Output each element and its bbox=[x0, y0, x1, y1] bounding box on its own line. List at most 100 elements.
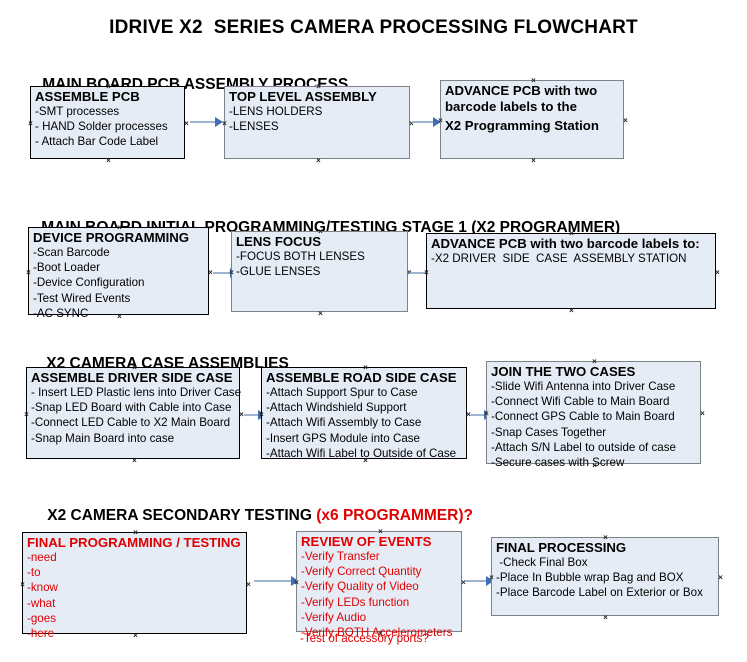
resize-handle-left[interactable] bbox=[423, 269, 430, 276]
resize-handle-top[interactable] bbox=[602, 534, 609, 541]
resize-handle-top[interactable] bbox=[377, 528, 384, 535]
resize-handle-top[interactable] bbox=[131, 364, 138, 371]
connector-shaft bbox=[190, 121, 216, 123]
process-box-assemble-pcb[interactable]: ASSEMBLE PCB -SMT processes - HAND Solde… bbox=[30, 86, 185, 159]
resize-handle-top[interactable] bbox=[530, 77, 537, 84]
resize-handle-bottom[interactable] bbox=[362, 457, 369, 464]
process-box-advance-pcb-programming-station[interactable]: ADVANCE PCB with two barcode labels to t… bbox=[440, 80, 624, 159]
resize-handle-bottom[interactable] bbox=[315, 157, 322, 164]
box-line: -Attach Wifi Assembly to Case bbox=[266, 416, 422, 430]
box-line: -AC SYNC bbox=[33, 306, 89, 320]
resize-handle-right[interactable] bbox=[699, 410, 706, 417]
box-line: -X2 DRIVER SIDE CASE ASSEMBLY STATION bbox=[431, 252, 687, 266]
resize-handle-right[interactable] bbox=[183, 120, 190, 127]
resize-handle-top[interactable] bbox=[116, 224, 123, 231]
resize-handle-left[interactable] bbox=[488, 574, 495, 581]
box-line: -Verify Transfer bbox=[301, 550, 380, 564]
resize-handle-bottom[interactable] bbox=[317, 310, 324, 317]
resize-handle-left[interactable] bbox=[19, 581, 26, 588]
resize-handle-left[interactable] bbox=[228, 269, 235, 276]
resize-handle-left[interactable] bbox=[293, 579, 300, 586]
process-box-lens-focus[interactable]: LENS FOCUS -FOCUS BOTH LENSES -GLUE LENS… bbox=[231, 231, 408, 312]
resize-handle-top[interactable] bbox=[568, 230, 575, 237]
box-title: JOIN THE TWO CASES bbox=[491, 364, 636, 379]
resize-handle-bottom[interactable] bbox=[530, 157, 537, 164]
box-line: -Verify Audio bbox=[301, 610, 367, 624]
connector-arrow bbox=[190, 117, 223, 127]
box-line: -Attach Wifi Label to Outside of Case bbox=[266, 446, 457, 460]
box-title: ASSEMBLE PCB bbox=[35, 89, 140, 104]
box-line: -Test Wired Events bbox=[33, 291, 131, 305]
resize-handle-bottom[interactable] bbox=[568, 307, 575, 314]
box-title: FINAL PROGRAMMING / TESTING bbox=[27, 535, 241, 550]
box-line: -Verify Quality of Video bbox=[301, 580, 419, 594]
resize-handle-right[interactable] bbox=[245, 581, 252, 588]
page-title: IDRIVE X2 SERIES CAMERA PROCESSING FLOWC… bbox=[109, 17, 638, 38]
resize-handle-left[interactable] bbox=[258, 411, 265, 418]
resize-handle-bottom[interactable] bbox=[132, 632, 139, 639]
resize-handle-top[interactable] bbox=[315, 83, 322, 90]
box-line: -Verify BOTH Accelerometers bbox=[301, 625, 453, 639]
box-line: -SMT processes bbox=[35, 105, 120, 119]
resize-handle-right[interactable] bbox=[714, 269, 721, 276]
process-box-final-processing[interactable]: FINAL PROCESSING -Check Final Box -Place… bbox=[491, 537, 719, 616]
box-line: -Boot Loader bbox=[33, 261, 101, 275]
box-title: REVIEW OF EVENTS bbox=[301, 534, 432, 549]
resize-handle-top[interactable] bbox=[317, 228, 324, 235]
resize-handle-bottom[interactable] bbox=[591, 462, 598, 469]
box-line: -what bbox=[27, 596, 56, 610]
connector-shaft bbox=[254, 580, 292, 582]
resize-handle-left[interactable] bbox=[221, 120, 228, 127]
resize-handle-left[interactable] bbox=[483, 410, 490, 417]
process-box-review-of-events[interactable]: REVIEW OF EVENTS -Verify Transfer -Verif… bbox=[293, 528, 462, 639]
resize-handle-left[interactable] bbox=[437, 117, 444, 124]
connector-shaft bbox=[412, 121, 434, 123]
box-line: -Connect GPS Cable to Main Board bbox=[491, 410, 675, 424]
box-line: -GLUE LENSES bbox=[236, 265, 321, 279]
resize-handle-bottom[interactable] bbox=[602, 614, 609, 621]
process-box-assemble-road-side-case[interactable]: ASSEMBLE ROAD SIDE CASE -Attach Support … bbox=[258, 364, 467, 460]
box-title: ADVANCE PCB with two barcode labels to: bbox=[431, 236, 700, 251]
resize-handle-top[interactable] bbox=[132, 529, 139, 536]
process-box-assemble-driver-side-case[interactable]: ASSEMBLE DRIVER SIDE CASE - Insert LED P… bbox=[23, 364, 242, 459]
box-title: ADVANCE PCB with two bbox=[445, 83, 598, 98]
resize-handle-bottom[interactable] bbox=[131, 457, 138, 464]
resize-handle-bottom[interactable] bbox=[105, 157, 112, 164]
box-title: DEVICE PROGRAMMING bbox=[33, 230, 190, 245]
box-line: -Attach Windshield Support bbox=[266, 401, 407, 415]
resize-handle-bottom[interactable] bbox=[116, 313, 123, 320]
resize-handle-left[interactable] bbox=[27, 120, 34, 127]
resize-handle-top[interactable] bbox=[591, 358, 598, 365]
resize-handle-left[interactable] bbox=[23, 411, 30, 418]
resize-handle-right[interactable] bbox=[622, 117, 629, 124]
box-line: - Insert LED Plastic lens into Driver Ca… bbox=[31, 386, 242, 400]
box-line: - Attach Bar Code Label bbox=[35, 135, 159, 149]
box-line: -Connect LED Cable to X2 Main Board bbox=[31, 416, 231, 430]
box-line: -to bbox=[27, 566, 41, 580]
arrow-head-icon bbox=[215, 117, 223, 127]
box-title: TOP LEVEL ASSEMBLY bbox=[229, 89, 377, 104]
connector-shaft bbox=[244, 414, 259, 416]
section-heading-4-text: X2 CAMERA SECONDARY TESTING bbox=[47, 507, 317, 524]
resize-handle-left[interactable] bbox=[25, 269, 32, 276]
box-line: -Snap LED Board with Cable into Case bbox=[31, 401, 232, 415]
box-line: -Attach S/N Label to outside of case bbox=[491, 440, 676, 454]
resize-handle-top[interactable] bbox=[105, 83, 112, 90]
process-box-device-programming[interactable]: DEVICE PROGRAMMING -Scan Barcode -Boot L… bbox=[25, 224, 209, 320]
process-box-join-the-two-cases[interactable]: JOIN THE TWO CASES -Slide Wifi Antenna i… bbox=[483, 358, 701, 469]
box-line: -FOCUS BOTH LENSES bbox=[236, 250, 365, 264]
box-line: X2 Programming Station bbox=[445, 118, 599, 134]
process-box-final-programming-testing[interactable]: FINAL PROGRAMMING / TESTING -need -to -k… bbox=[19, 529, 247, 640]
resize-handle-right[interactable] bbox=[717, 574, 724, 581]
process-box-top-level-assembly[interactable]: TOP LEVEL ASSEMBLY -LENS HOLDERS -LENSES bbox=[224, 86, 410, 159]
box-line: -Snap Cases Together bbox=[491, 425, 607, 439]
box-line: -Slide Wifi Antenna into Driver Case bbox=[491, 380, 676, 394]
connector-shaft bbox=[410, 272, 429, 274]
box-line: - HAND Solder processes bbox=[35, 120, 168, 134]
process-box-advance-pcb-driver-side-case[interactable]: ADVANCE PCB with two barcode labels to: … bbox=[426, 233, 716, 309]
resize-handle-top[interactable] bbox=[362, 364, 369, 371]
box-line: -Verify Correct Quantity bbox=[301, 565, 422, 579]
box-line: -Place In Bubble wrap Bag and BOX bbox=[496, 571, 684, 585]
box-line: -Connect Wifi Cable to Main Board bbox=[491, 395, 670, 409]
